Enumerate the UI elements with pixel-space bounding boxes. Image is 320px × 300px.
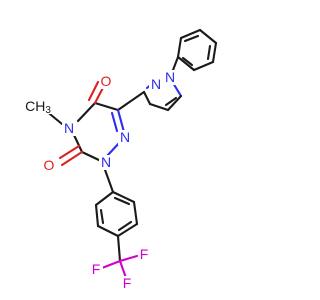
atom-label-pyrazole-n2: N [151, 76, 161, 92]
atom-label-triazine-n1: N [120, 129, 130, 145]
structure-diagram: N N N N N CH3 O O F F F [24, 28, 218, 291]
atom-label-f-right: F [140, 246, 149, 262]
atom-label-methyl: CH3 [25, 98, 51, 116]
bond-ring-cf3 [116, 234, 122, 263]
atom-label-pyrazole-n1: N [165, 69, 175, 85]
atom-label-f-mid: F [123, 275, 132, 291]
atom-label-f-left: F [92, 261, 101, 277]
molecule-drawing: N N N N N CH3 O O F F F [24, 28, 218, 291]
triazine-ring [72, 101, 126, 163]
atom-labels: N N N N N CH3 O O F F F [24, 69, 177, 291]
trifluoromethylphenyl-ring [94, 190, 139, 238]
bond-n2-aryl [102, 165, 115, 194]
atom-label-triazine-n2: N [101, 154, 111, 170]
phenyl-ring [176, 28, 218, 72]
atom-label-triazine-n4: N [64, 120, 74, 136]
atom-label-carbonyl-o5: O [101, 73, 112, 89]
bond-pyrazole-triazine [116, 90, 146, 112]
atom-label-carbonyl-o3: O [44, 157, 55, 173]
